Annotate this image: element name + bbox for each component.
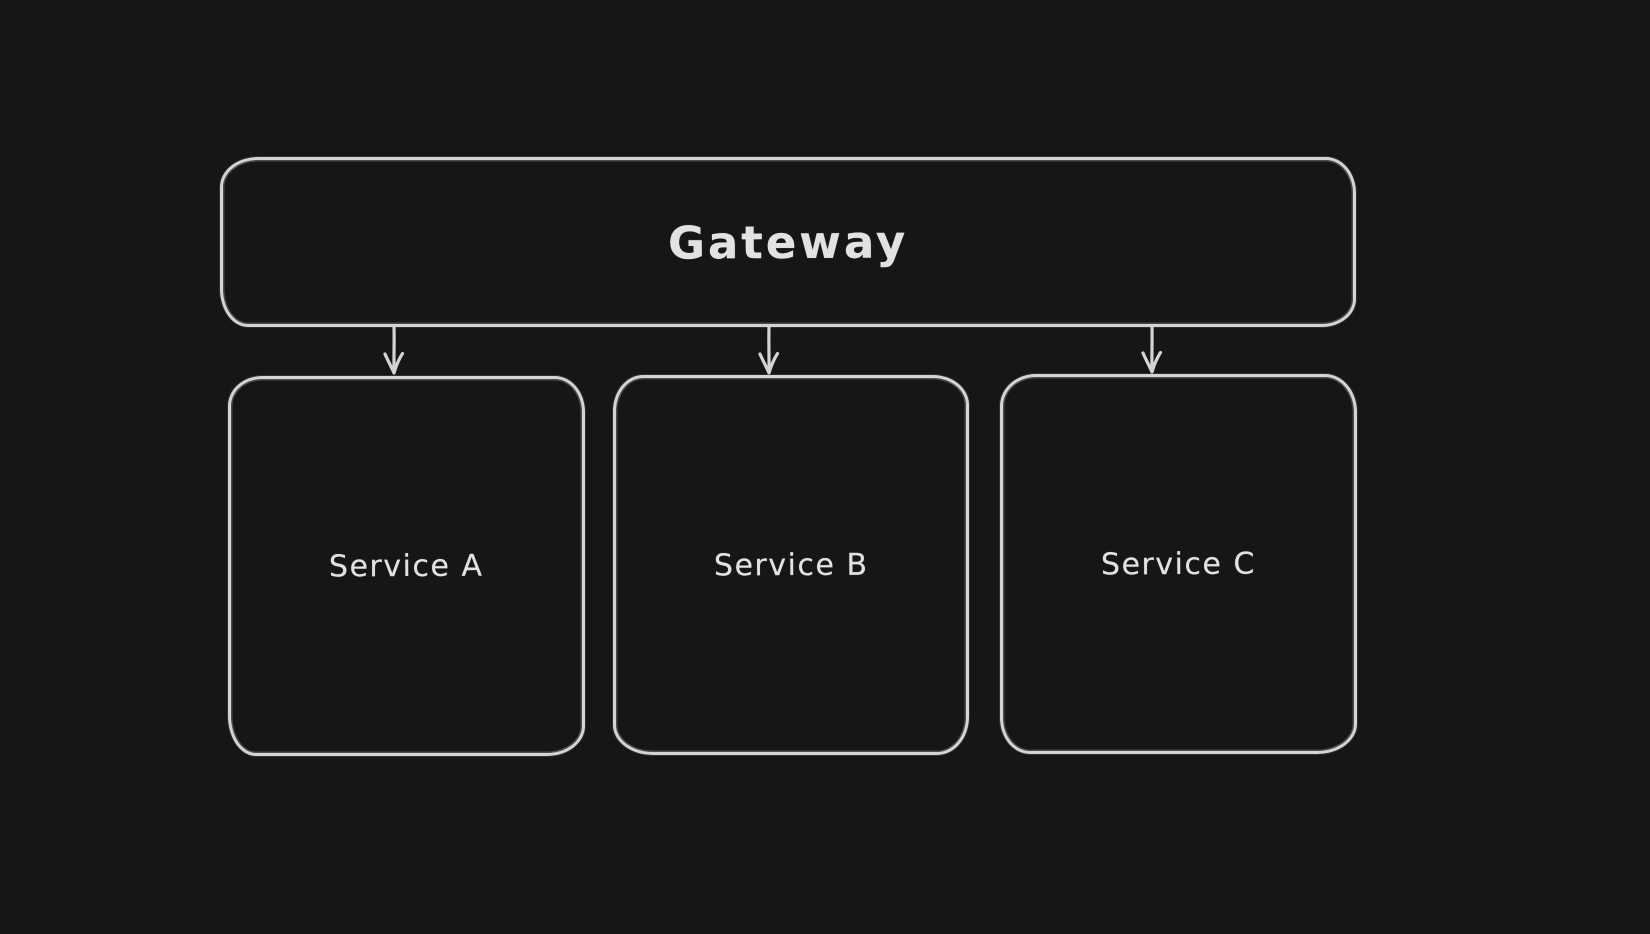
arrow-down-icon-gateway-to-service-b bbox=[749, 326, 789, 378]
node-service-c: Service C bbox=[1000, 374, 1357, 754]
node-gateway-label: Gateway bbox=[667, 214, 909, 270]
node-service-c-label: Service C bbox=[1100, 546, 1257, 582]
arrow-down-icon-gateway-to-service-c bbox=[1132, 325, 1172, 377]
node-service-b-label: Service B bbox=[713, 547, 869, 583]
node-service-b: Service B bbox=[613, 375, 969, 755]
node-gateway: Gateway bbox=[220, 157, 1356, 327]
node-service-a: Service A bbox=[228, 376, 585, 756]
arrow-down-icon-gateway-to-service-a bbox=[374, 326, 414, 378]
node-service-a-label: Service A bbox=[329, 548, 484, 584]
